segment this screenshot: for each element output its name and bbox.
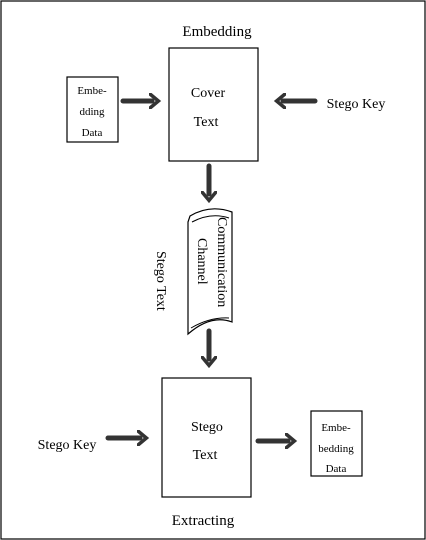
embedding-data-box-border: [66, 76, 119, 143]
extracted-data-line-3: Data: [326, 463, 347, 475]
extracted-data-box: Embe- bedding Data: [310, 410, 363, 477]
stego-text-side-label: Stego Text: [153, 251, 168, 311]
communication-channel: Communication Channel: [187, 208, 233, 336]
extracting-title: Extracting: [172, 513, 235, 529]
extracting-stego-key-label: Stego Key: [38, 438, 97, 453]
stego-text-line-2: Text: [193, 448, 218, 463]
cover-text-line-2: Text: [194, 115, 219, 130]
channel-line-2: Channel: [194, 238, 209, 285]
channel-line-1: Communication: [214, 217, 229, 307]
embedding-data-box: Embe- dding Data: [66, 76, 119, 143]
extracted-data-line-2: bedding: [318, 443, 354, 455]
channel-scroll-body: [187, 208, 233, 336]
embedding-title: Embedding: [182, 24, 252, 40]
embedding-data-line-1: Embe-: [77, 85, 107, 97]
channel-scroll-bottom-curl: [190, 317, 230, 329]
cover-text-box: Cover Text: [168, 47, 259, 162]
cover-text-line-1: Cover: [191, 86, 226, 101]
embedding-data-line-3: Data: [82, 127, 103, 139]
extracted-data-box-border: [310, 410, 363, 477]
embedding-stego-key-label: Stego Key: [327, 97, 386, 112]
stego-text-line-1: Stego: [191, 420, 223, 435]
cover-text-box-border: [168, 47, 259, 162]
stego-text-box-border: [161, 377, 252, 498]
embedding-data-line-2: dding: [79, 106, 105, 118]
channel-scroll-top-curl: [191, 215, 230, 223]
stego-text-box: Stego Text: [161, 377, 252, 498]
extracted-data-line-1: Embe-: [321, 422, 351, 434]
